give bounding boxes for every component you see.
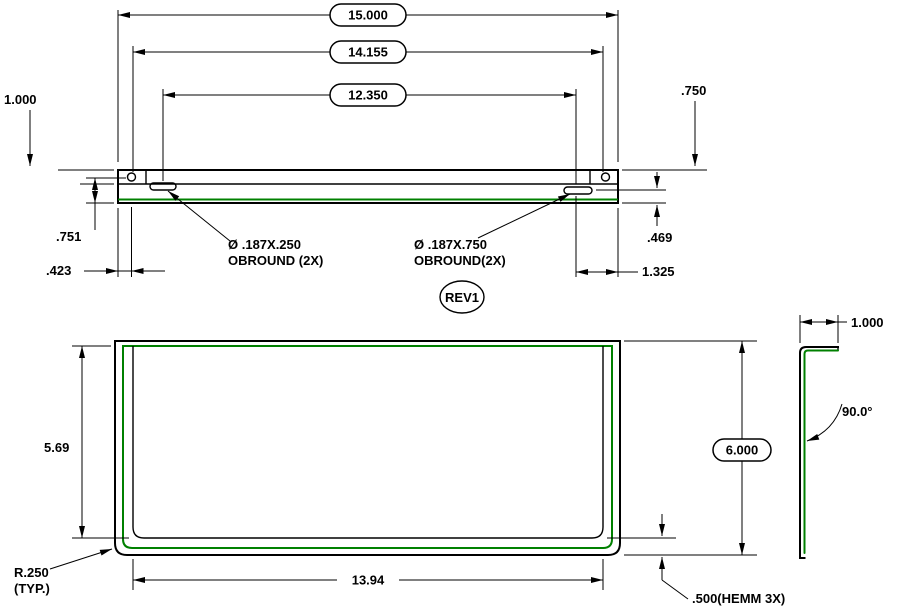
mounting-hole-right [600,172,611,182]
dim-front-overall-height: 6.000 [624,340,772,556]
dim-overall-width-label: 15.000 [348,8,388,23]
dim-left-offset-label: .423 [46,263,71,278]
dim-right-depth: .469 [596,172,672,245]
dim-front-inner-width-label: 13.94 [352,573,385,588]
obround-slot-right [563,186,593,195]
dim-slot-span-label: 12.350 [348,88,388,103]
callout-radius-typ: (TYP.) [14,581,50,596]
dim-front-inner-height-label: 5.69 [44,440,69,455]
callout-left-slot: Ø .187X.250 OBROUND (2X) [167,190,323,268]
dim-front-inner-width: 13.94 [132,559,604,590]
dim-hem: .500(HEMM 3X) [607,514,785,606]
dim-right-offset: 1.325 [575,196,675,279]
dim-label-box [712,438,772,462]
dim-left-depth: .751 [56,177,126,244]
dim-slot-span: 12.350 [162,83,577,184]
leader-line [49,548,113,570]
dim-left-height: 1.000 [4,92,114,185]
side-view: 1.000 90.0° [799,315,884,559]
callout-left-slot-size: Ø .187X.250 [228,237,301,252]
front-view-outline [114,340,621,556]
dim-bend-angle: 90.0° [806,403,873,442]
obround-slot-left [149,182,177,191]
dim-hem-label: .500(HEMM 3X) [692,591,785,606]
dim-left-depth-label: .751 [56,229,81,244]
dim-front-inner-height: 5.69 [44,345,129,539]
dim-label-box [329,40,407,64]
dim-label-box [329,3,407,27]
front-view-bend-lines [122,345,613,549]
callout-radius-value: R.250 [14,565,49,580]
dim-right-depth-label: .469 [647,230,672,245]
front-view: 5.69 6.000 13.94 R.250 (TYP.) [14,340,785,606]
dim-left-offset: .423 [46,207,165,278]
dim-right-offset-label: 1.325 [642,264,675,279]
dim-label-box [329,83,407,107]
callout-right-slot-size: Ø .187X.750 [414,237,487,252]
leader-line [477,193,571,239]
top-view-outline [117,169,619,204]
angle-arc [806,403,843,442]
dim-hole-span-label: 14.155 [348,45,388,60]
front-view-hem-edge [132,346,604,539]
callout-right-slot-type: OBROUND(2X) [414,253,506,268]
side-view-bend-line [803,349,839,554]
dim-hole-span: 14.155 [132,40,604,172]
leader-line [661,579,689,600]
dim-right-height: .750 [622,83,707,171]
callout-left-slot-type: OBROUND (2X) [228,253,323,268]
callout-right-slot: Ø .187X.750 OBROUND(2X) [414,193,571,268]
dim-left-height-label: 1.000 [4,92,37,107]
label-mask [337,570,399,590]
dim-front-overall-height-label: 6.000 [726,443,759,458]
rev-balloon-circle [439,280,485,314]
dim-right-height-label: .750 [681,83,706,98]
top-view: 15.000 14.155 12.350 1.000 [4,3,707,314]
side-view-outline [799,346,839,559]
leader-line [167,190,231,242]
dim-side-flange-width-label: 1.000 [851,315,884,330]
dim-overall-width: 15.000 [117,3,619,162]
dim-side-flange-width: 1.000 [799,315,884,343]
callout-radius: R.250 (TYP.) [14,548,113,596]
rev-label: REV1 [445,290,479,305]
top-view-flange-outline [117,169,619,204]
rev-balloon: REV1 [439,280,485,314]
mounting-hole-left [126,172,137,182]
dim-bend-angle-label: 90.0° [842,404,873,419]
